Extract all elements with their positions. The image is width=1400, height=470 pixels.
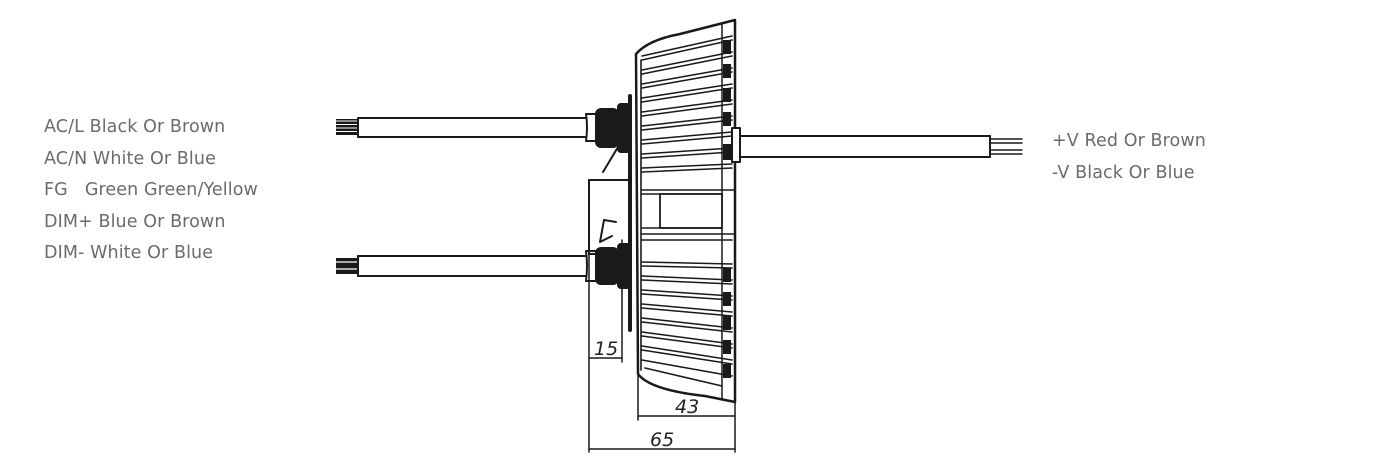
cable-gland-lower: [585, 243, 631, 289]
dimension-label-15: 15: [594, 338, 618, 360]
output-cable: [731, 127, 1023, 163]
heatsink-fins: [628, 35, 736, 387]
dimension-lines: [588, 239, 736, 453]
rear-mount-plate: [588, 179, 631, 255]
fin-end-notches: [723, 40, 731, 378]
wire-label-acn: AC/N White Or Blue: [44, 148, 216, 169]
output-wire-legend: +V Red Or Brown -V Black Or Blue: [1052, 126, 1206, 189]
dimension-label-65: 65: [650, 429, 674, 451]
wire-label-v-plus: +V Red Or Brown: [1052, 131, 1206, 151]
wire-label-acl: AC/L Black Or Brown: [44, 117, 226, 137]
input-wire-legend: AC/L Black Or Brown AC/N White Or Blue F…: [44, 112, 258, 270]
input-cable-upper: [330, 117, 587, 138]
wire-label-v-minus: -V Black Or Blue: [1052, 162, 1195, 183]
wire-label-fg: FG Green Green/Yellow: [44, 180, 258, 200]
dimension-label-43: 43: [675, 396, 699, 418]
wire-label-dim-minus: DIM- White Or Blue: [44, 243, 214, 263]
wire-label-dim-plus: DIM+ Blue Or Brown: [44, 211, 226, 232]
input-cable-lower: [330, 255, 587, 277]
cable-gland-upper: [585, 103, 631, 173]
